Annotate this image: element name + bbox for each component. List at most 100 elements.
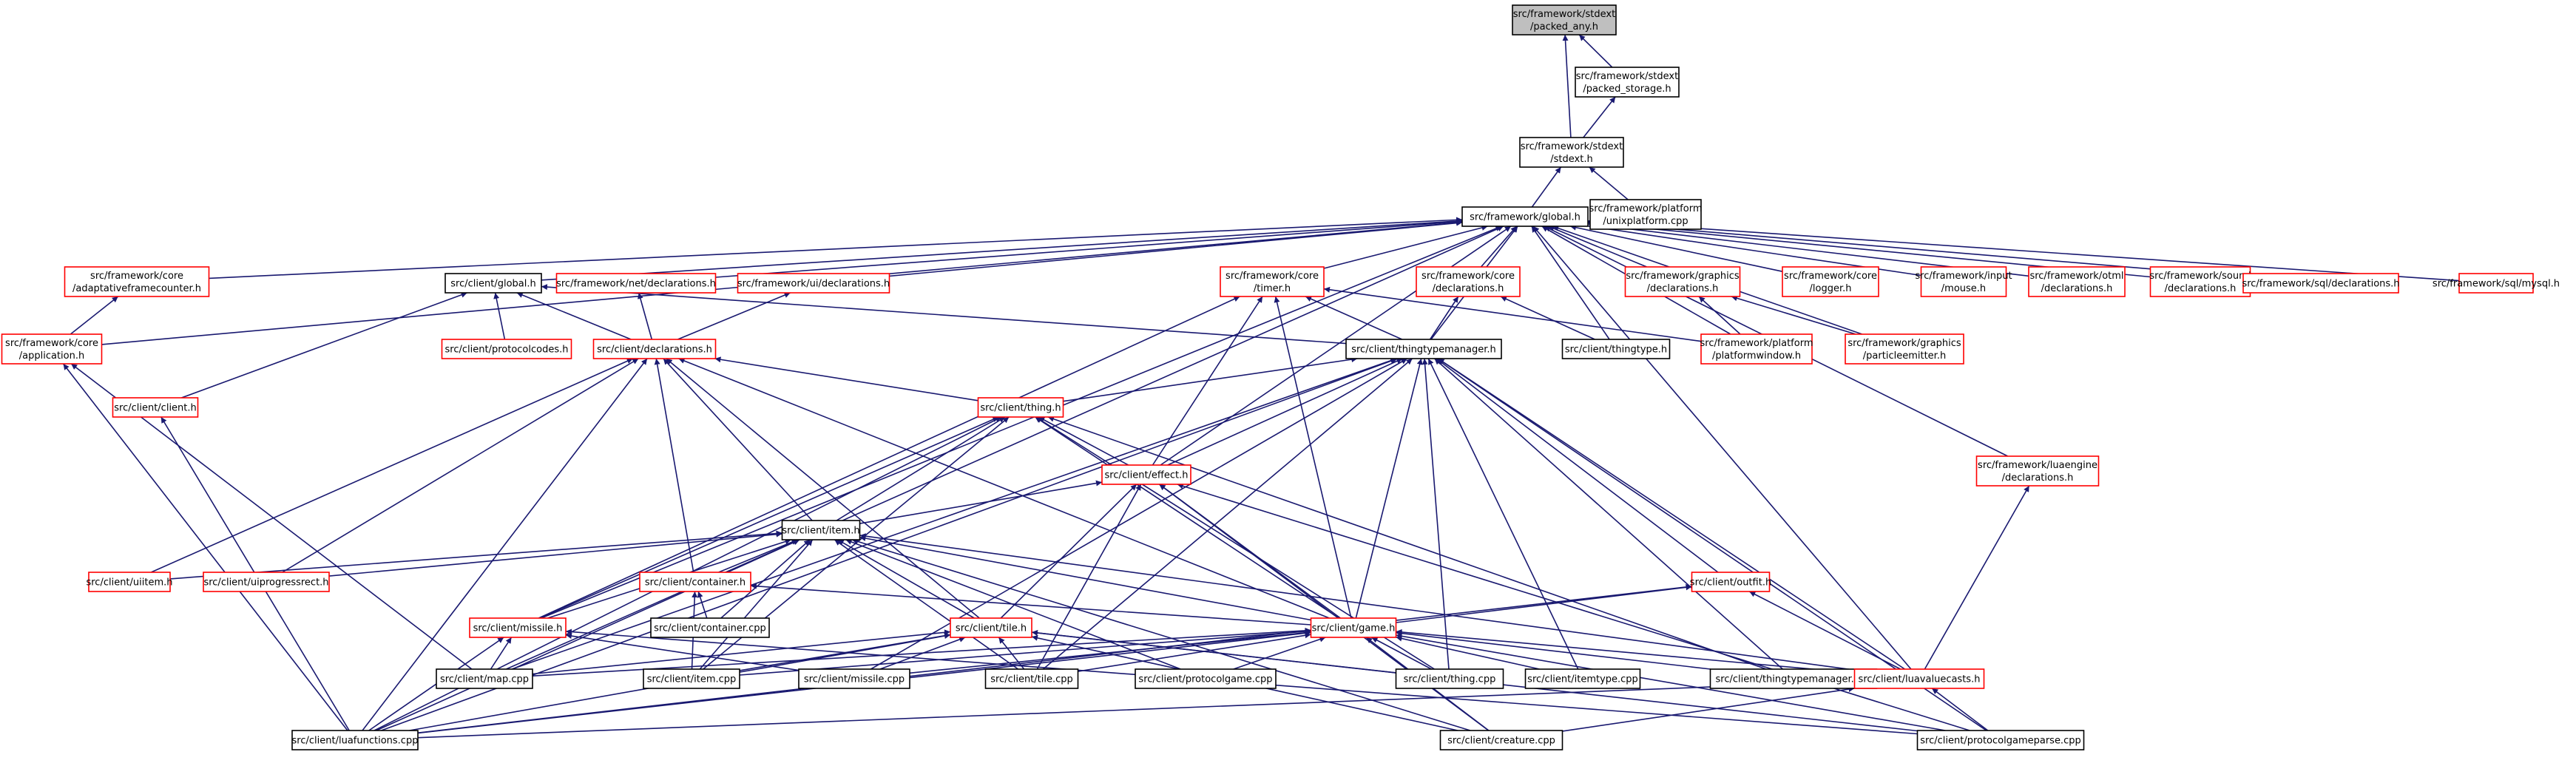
node-particleemitter[interactable]: src/framework/graphics/particleemitter.h xyxy=(1845,333,1964,365)
node-thingtypemgr-h[interactable]: src/client/thingtypemanager.h xyxy=(1345,339,1502,359)
node-luavaluecasts[interactable]: src/client/luavaluecasts.h xyxy=(1853,668,1985,689)
edge-item_cpp-to-item_h xyxy=(699,539,814,670)
node-label: src/framework/net/declarations.h xyxy=(556,279,716,290)
node-core-logger[interactable]: src/framework/core/logger.h xyxy=(1782,266,1879,297)
edge-game_h-to-cl_decl xyxy=(678,358,1330,619)
node-item-cpp[interactable]: src/client/item.cpp xyxy=(643,668,740,689)
node-application[interactable]: src/framework/core/application.h xyxy=(1,333,103,365)
node-box xyxy=(643,668,740,689)
edge-client_h-to-cl_global xyxy=(181,292,467,399)
node-thingtype-h[interactable]: src/client/thingtype.h xyxy=(1561,339,1671,359)
node-input-mouse[interactable]: src/framework/input/mouse.h xyxy=(1915,266,2012,297)
node-luaengine-decl[interactable]: src/framework/luaengine/declarations.h xyxy=(1975,455,2100,487)
edge-application-to-adaptive xyxy=(70,296,119,335)
node-uiitem[interactable]: src/client/uiitem.h xyxy=(86,572,173,592)
node-thingtypemgr-cpp[interactable]: src/client/thingtypemanager.cpp xyxy=(1709,668,1878,689)
node-box xyxy=(1845,333,1964,365)
edge-protocolcodes-to-cl_global xyxy=(493,292,506,340)
edge-uiitem-to-cl_decl xyxy=(150,358,634,573)
node-box xyxy=(555,273,717,294)
node-protocolcodes[interactable]: src/client/protocolcodes.h xyxy=(441,339,572,359)
edge-thing_cpp-to-game_h xyxy=(1371,637,1432,670)
node-container-h[interactable]: src/client/container.h xyxy=(639,572,751,592)
node-cl-global[interactable]: src/client/global.h xyxy=(444,273,542,294)
node-box xyxy=(1561,339,1671,359)
node-thing-h[interactable]: src/client/thing.h xyxy=(977,397,1064,418)
edge-luafunctions-to-application xyxy=(62,363,348,731)
node-label: src/client/protocolgame.cpp xyxy=(1138,674,1272,685)
edge-creature_cpp-to-effect_h xyxy=(1158,484,1490,731)
node-box xyxy=(977,397,1064,418)
edge-thingtypemgr_cpp-to-game_h xyxy=(1396,630,1711,670)
node-ui-decl[interactable]: src/framework/ui/declarations.h xyxy=(737,273,890,294)
node-packed-any[interactable]: src/framework/stdext/packed_any.h xyxy=(1512,4,1617,35)
node-map-cpp[interactable]: src/client/map.cpp xyxy=(436,668,533,689)
node-missile-cpp[interactable]: src/client/missile.cpp xyxy=(798,668,910,689)
node-platformwindow[interactable]: src/framework/platform/platformwindow.h xyxy=(1700,333,1813,365)
node-core-decl[interactable]: src/framework/core/declarations.h xyxy=(1416,266,1521,297)
node-net-decl[interactable]: src/framework/net/declarations.h xyxy=(555,273,717,294)
node-protocolgame-cpp[interactable]: src/client/protocolgame.cpp xyxy=(1135,668,1277,689)
node-label: src/framework/core xyxy=(1226,271,1319,282)
node-tile-h[interactable]: src/client/tile.h xyxy=(950,617,1032,638)
node-cl-decl[interactable]: src/client/declarations.h xyxy=(592,339,717,359)
edge-tile_h-to-effect_h xyxy=(1000,484,1137,619)
node-label: /timer.h xyxy=(1254,283,1291,294)
node-item-h[interactable]: src/client/item.h xyxy=(781,520,861,540)
node-effect-h[interactable]: src/client/effect.h xyxy=(1101,464,1191,485)
node-stdext[interactable]: src/framework/stdext/stdext.h xyxy=(1519,137,1624,168)
node-sql-decl[interactable]: src/framework/sql/declarations.h xyxy=(2242,273,2400,294)
node-box xyxy=(1916,730,2085,750)
edge-luafunctions-to-luavaluecasts xyxy=(417,678,1855,739)
node-box xyxy=(1853,668,1985,689)
edge-core_decl-to-fw_global xyxy=(1480,226,1518,268)
node-label: src/client/global.h xyxy=(450,279,535,290)
node-box xyxy=(650,617,770,638)
node-label: /packed_storage.h xyxy=(1583,84,1671,95)
edge-uiprogressrect-to-item_h xyxy=(328,531,782,577)
node-tile-cpp[interactable]: src/client/tile.cpp xyxy=(984,668,1079,689)
node-label: src/client/uiprogressrect.h xyxy=(203,577,328,589)
node-label: /particleemitter.h xyxy=(1863,350,1946,362)
node-missile-h[interactable]: src/client/missile.h xyxy=(469,617,567,638)
node-otml-decl[interactable]: src/framework/otml/declarations.h xyxy=(2028,266,2126,297)
node-label: /declarations.h xyxy=(1647,283,1719,294)
node-box xyxy=(2028,266,2126,297)
node-thing-cpp[interactable]: src/client/thing.cpp xyxy=(1395,668,1504,689)
edge-cl_decl-to-net_decl xyxy=(638,292,653,340)
edge-game_h-to-thing_h xyxy=(1035,416,1339,619)
node-label: /logger.h xyxy=(1810,283,1852,294)
edge-adaptive-to-fw_global xyxy=(209,217,1463,279)
edge-ui_decl-to-fw_global xyxy=(889,220,1463,277)
edge-layer xyxy=(62,34,2460,739)
node-unixplatform[interactable]: src/framework/platform/unixplatform.cpp xyxy=(1589,199,1703,230)
node-itemtype-cpp[interactable]: src/client/itemtype.cpp xyxy=(1524,668,1641,689)
node-packed-storage[interactable]: src/framework/stdext/packed_storage.h xyxy=(1575,67,1680,98)
node-core-timer[interactable]: src/framework/core/timer.h xyxy=(1220,266,1325,297)
node-box xyxy=(592,339,717,359)
node-label: src/framework/stdext xyxy=(1521,141,1623,152)
node-luafunctions[interactable]: src/client/luafunctions.cpp xyxy=(291,730,419,750)
node-label: src/client/luafunctions.cpp xyxy=(292,736,419,747)
node-game-h[interactable]: src/client/game.h xyxy=(1310,617,1397,638)
node-uiprogressrect[interactable]: src/client/uiprogressrect.h xyxy=(203,572,330,592)
edge-cl_global-to-fw_global xyxy=(541,218,1463,281)
node-gfx-decl[interactable]: src/framework/graphics/declarations.h xyxy=(1624,266,1741,297)
node-protocolgameparse[interactable]: src/client/protocolgameparse.cpp xyxy=(1916,730,2085,750)
node-fw-global[interactable]: src/framework/global.h xyxy=(1461,206,1589,227)
node-adaptive[interactable]: src/framework/core/adaptativeframecounte… xyxy=(64,266,210,297)
node-container-cpp[interactable]: src/client/container.cpp xyxy=(650,617,770,638)
edge-container_h-to-item_h xyxy=(718,539,798,573)
node-outfit-h[interactable]: src/client/outfit.h xyxy=(1690,572,1771,592)
node-label: src/client/missile.cpp xyxy=(804,674,905,685)
edge-thingtypemgr_h-to-cl_global xyxy=(541,284,1347,345)
node-label: /declarations.h xyxy=(1433,283,1504,294)
node-label: src/framework/core xyxy=(90,271,183,282)
node-label: /mouse.h xyxy=(1941,283,1986,294)
node-sound-decl[interactable]: src/framework/sound/declarations.h xyxy=(2149,266,2251,297)
node-client-h[interactable]: src/client/client.h xyxy=(112,397,199,418)
edge-particleemitter-to-gfx_decl xyxy=(1731,295,1856,335)
node-creature-cpp[interactable]: src/client/creature.cpp xyxy=(1439,730,1563,750)
edge-itemtype_cpp-to-thingtypemgr_h xyxy=(1427,358,1579,670)
node-sql-mysql[interactable]: src/framework/sql/mysql.h xyxy=(2433,273,2560,294)
